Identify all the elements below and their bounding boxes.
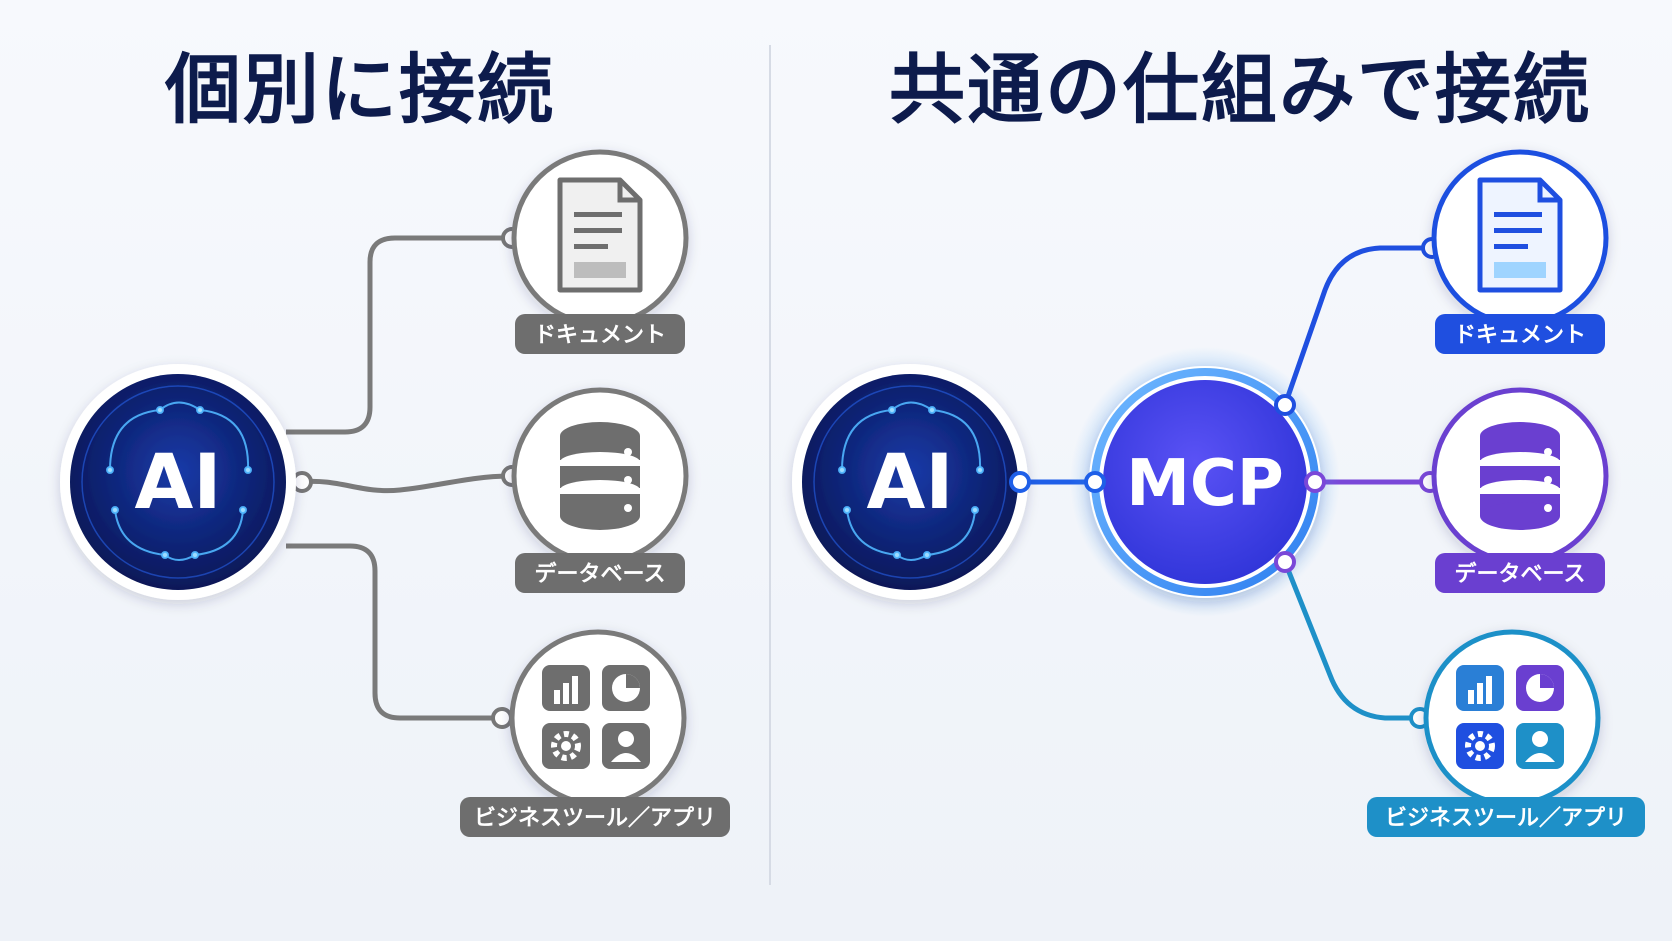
right-ai-circuit-icon: [838, 401, 984, 561]
database-icon: [560, 422, 640, 530]
mcp-port-ai: [1084, 471, 1106, 493]
left-port-apps: [491, 707, 513, 729]
right-target-document: ドキュメント: [1431, 149, 1609, 354]
right-port-ai: [1009, 471, 1031, 493]
left-ai-label: AI: [134, 437, 221, 526]
right-label-database: データベース: [1455, 561, 1586, 587]
right-label-apps: ビジネスツール／アプリ: [1385, 806, 1627, 831]
mcp-port-database: [1304, 471, 1326, 493]
left-line-document: [286, 235, 512, 435]
document-icon: [557, 177, 643, 293]
left-label-pill-document: [515, 314, 685, 354]
left-label-database: データベース: [535, 561, 666, 587]
right-label-pill-apps: [1367, 797, 1645, 837]
right-ai-label: AI: [866, 437, 953, 526]
left-target-apps: ビジネスツール／アプリ: [460, 629, 730, 837]
left-line-apps: [286, 543, 502, 721]
left-connections: [286, 227, 523, 729]
left-line-database: [299, 473, 513, 494]
mcp-port-document: [1274, 394, 1296, 416]
document-icon: [1477, 177, 1563, 293]
left-label-pill-database: [515, 553, 685, 593]
right-line-document: [1282, 245, 1432, 406]
left-panel-title: 個別に接続: [165, 45, 555, 134]
left-ai-node: AI: [60, 364, 296, 600]
left-label-pill-apps: [460, 797, 730, 837]
app-grid-icon: [1456, 665, 1564, 769]
mcp-label: MCP: [1126, 447, 1284, 521]
left-ai-circuit-icon: [106, 401, 252, 561]
left-target-database: データベース: [511, 387, 689, 593]
app-grid-icon: [542, 665, 650, 769]
right-label-document: ドキュメント: [1454, 323, 1586, 348]
mcp-port-apps: [1274, 551, 1296, 573]
right-target-database: データベース: [1431, 387, 1609, 593]
right-label-pill-database: [1435, 553, 1605, 593]
mcp-node: MCP: [1070, 347, 1340, 617]
right-label-pill-document: [1435, 314, 1605, 354]
right-ai-node: AI: [792, 364, 1028, 600]
database-icon: [1480, 422, 1560, 530]
right-line-apps: [1282, 561, 1420, 721]
left-label-apps: ビジネスツール／アプリ: [474, 806, 716, 831]
right-target-apps: ビジネスツール／アプリ: [1367, 629, 1645, 837]
right-panel-title: 共通の仕組みで接続: [889, 45, 1591, 134]
panel-divider: [769, 45, 771, 885]
left-target-document: ドキュメント: [511, 149, 689, 354]
left-label-document: ドキュメント: [534, 323, 666, 348]
